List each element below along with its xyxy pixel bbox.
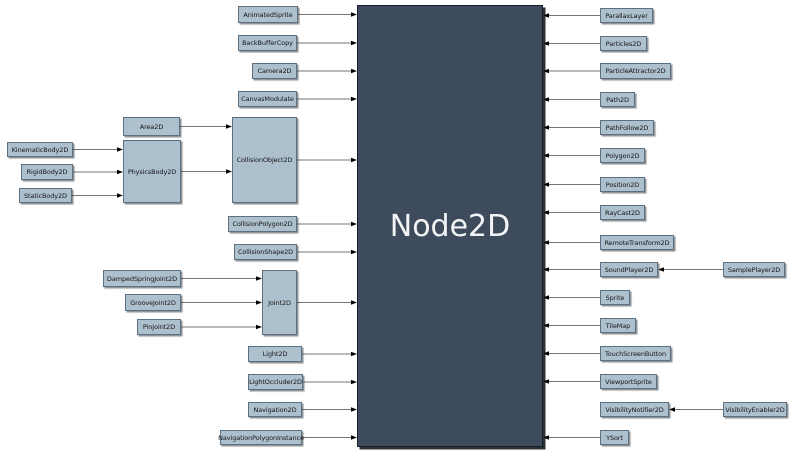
edge-arrowhead-icon <box>543 379 549 384</box>
class-box-path2d: Path2D <box>600 92 635 107</box>
edge-arrowhead-icon <box>543 41 549 46</box>
class-box-navigation2d: Navigation2D <box>248 402 302 417</box>
class-box-viewportsprite: ViewportSprite <box>600 374 657 389</box>
edge-arrowhead-icon <box>543 351 549 356</box>
edge-arrowhead-icon <box>543 240 549 245</box>
class-box-visibilitynotifier2d: VisibilityNotifier2D <box>600 402 669 417</box>
class-box-rigidbody2d: RigidBody2D <box>21 164 73 180</box>
class-box-dampedspringjoint2d: DampedSpringJoint2D <box>103 270 181 287</box>
class-box-pinjoint2d: PinJoint2D <box>137 319 181 335</box>
class-box-physicsbody2d: PhysicsBody2D <box>123 140 181 203</box>
edge-arrowhead-icon <box>543 267 549 272</box>
class-box-animatedsprite: AnimatedSprite <box>238 6 298 23</box>
class-box-collisionobject2d: CollisionObject2D <box>232 117 297 203</box>
class-box-ysort: YSort <box>600 430 629 445</box>
class-box-backbuffercopy: BackBufferCopy <box>238 35 297 51</box>
edge-arrowhead-icon <box>543 323 549 328</box>
class-box-canvasmodulate: CanvasModulate <box>238 91 297 107</box>
edge-arrowhead-icon <box>543 97 549 102</box>
class-box-groovejoint2d: GrooveJoint2D <box>125 294 181 311</box>
class-box-kinematicbody2d: KinematicBody2D <box>7 142 73 157</box>
class-box-collisionshape2d: CollisionShape2D <box>234 244 297 260</box>
edge-arrowhead-icon <box>543 125 549 130</box>
class-box-sampleplayer2d: SamplePlayer2D <box>723 262 785 277</box>
class-box-collisionpolygon2d: CollisionPolygon2D <box>228 216 297 232</box>
class-box-lightoccluder2d: LightOccluder2D <box>248 374 303 390</box>
class-box-remotetransform2d: RemoteTransform2D <box>600 235 674 250</box>
edge-arrowhead-icon <box>543 182 549 187</box>
class-box-joint2d: Joint2D <box>262 270 297 335</box>
edge-arrowhead-icon <box>543 210 549 215</box>
edge-arrowhead-icon <box>543 435 549 440</box>
class-box-touchscreenbutton: TouchScreenButton <box>600 346 671 361</box>
edge-arrowhead-icon <box>669 407 675 412</box>
edge-arrowhead-icon <box>658 267 664 272</box>
class-box-particles2d: Particles2D <box>600 36 647 51</box>
class-box-position2d: Position2D <box>600 177 645 192</box>
class-box-staticbody2d: StaticBody2D <box>19 188 72 203</box>
class-box-soundplayer2d: SoundPlayer2D <box>600 262 658 277</box>
edge-arrowhead-icon <box>543 68 549 74</box>
class-box-area2d: Area2D <box>123 117 180 136</box>
edge-arrowhead-icon <box>543 295 549 300</box>
class-box-polygon2d: Polygon2D <box>600 148 645 163</box>
class-box-tilemap: TileMap <box>600 318 636 333</box>
class-box-light2d: Light2D <box>248 346 302 362</box>
class-box-camera2d: Camera2D <box>252 63 297 79</box>
edge-arrowhead-icon <box>543 13 549 18</box>
class-box-particleattractor2d: ParticleAttractor2D <box>600 63 671 79</box>
class-box-navigationpolygoninstance: NavigationPolygonInstance <box>218 430 304 445</box>
class-box-pathfollow2d: PathFollow2D <box>600 120 654 135</box>
class-box-parallaxlayer: ParallaxLayer <box>600 8 653 23</box>
edge-arrowhead-icon <box>543 153 549 158</box>
class-box-raycast2d: RayCast2D <box>600 205 645 220</box>
class-box-visibilityenabler2d: VisibilityEnabler2D <box>723 402 787 417</box>
class-box-sprite: Sprite <box>600 290 630 305</box>
class-box-center-node2d: Node2D <box>357 5 543 447</box>
